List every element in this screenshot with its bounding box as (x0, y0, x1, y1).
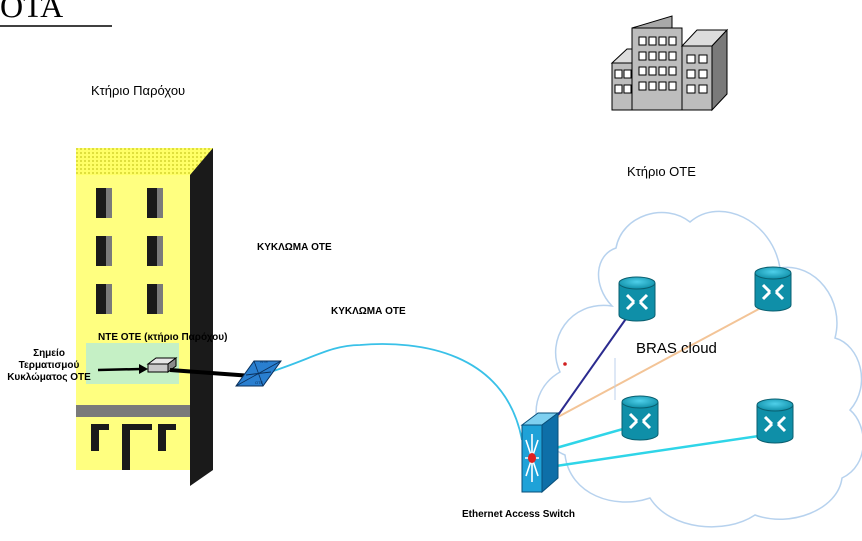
provider-building-label: Κτήριο Παρόχου (91, 83, 186, 98)
router-icon (621, 395, 659, 441)
nte-label: NTE OTE (κτήριο Παρόχου) (98, 332, 228, 343)
heading-fragment: ΟΤΑ (0, 0, 64, 24)
nte-ote-device-icon (235, 360, 282, 387)
multilayer-switch-icon (520, 412, 560, 494)
nte-device-bottom-label: OTE (255, 380, 264, 385)
link-switch-router1 (555, 312, 631, 419)
provider-building-icon (76, 148, 213, 486)
router-icon (756, 398, 794, 444)
link-switch-router2 (555, 302, 771, 419)
cloud-icon (535, 210, 862, 528)
ethernet-switch-label: Ethernet Access Switch (462, 509, 576, 520)
circuit-label-1: ΚΥΚΛΩΜΑ ΟΤΕ (257, 242, 332, 253)
termination-point-label: Σημείο Τερματισμού Κυκλώματος ΟΤΕ (0, 348, 98, 384)
bras-cloud-label: BRAS cloud (636, 340, 717, 357)
office-tower-icon (610, 15, 729, 112)
network-links (263, 302, 773, 468)
link-switch-router4 (555, 432, 773, 468)
circuit-curve-link (263, 343, 523, 441)
termination-line-1: Σημείο (33, 348, 65, 359)
router-icon (618, 276, 656, 322)
nte-modem-icon (146, 357, 178, 373)
termination-line-2: Τερματισμού (18, 360, 80, 371)
termination-line-3: Κυκλώματος ΟΤΕ (7, 372, 91, 383)
ote-building-label: Κτήριο ΟΤΕ (627, 164, 696, 179)
router-icon (754, 266, 792, 312)
termination-arrow (97, 367, 142, 372)
nte-device-top-label: NTE (260, 359, 268, 364)
circuit-label-2: ΚΥΚΛΩΜΑ ΟΤΕ (331, 306, 406, 317)
nte-to-ote-link (169, 368, 253, 378)
